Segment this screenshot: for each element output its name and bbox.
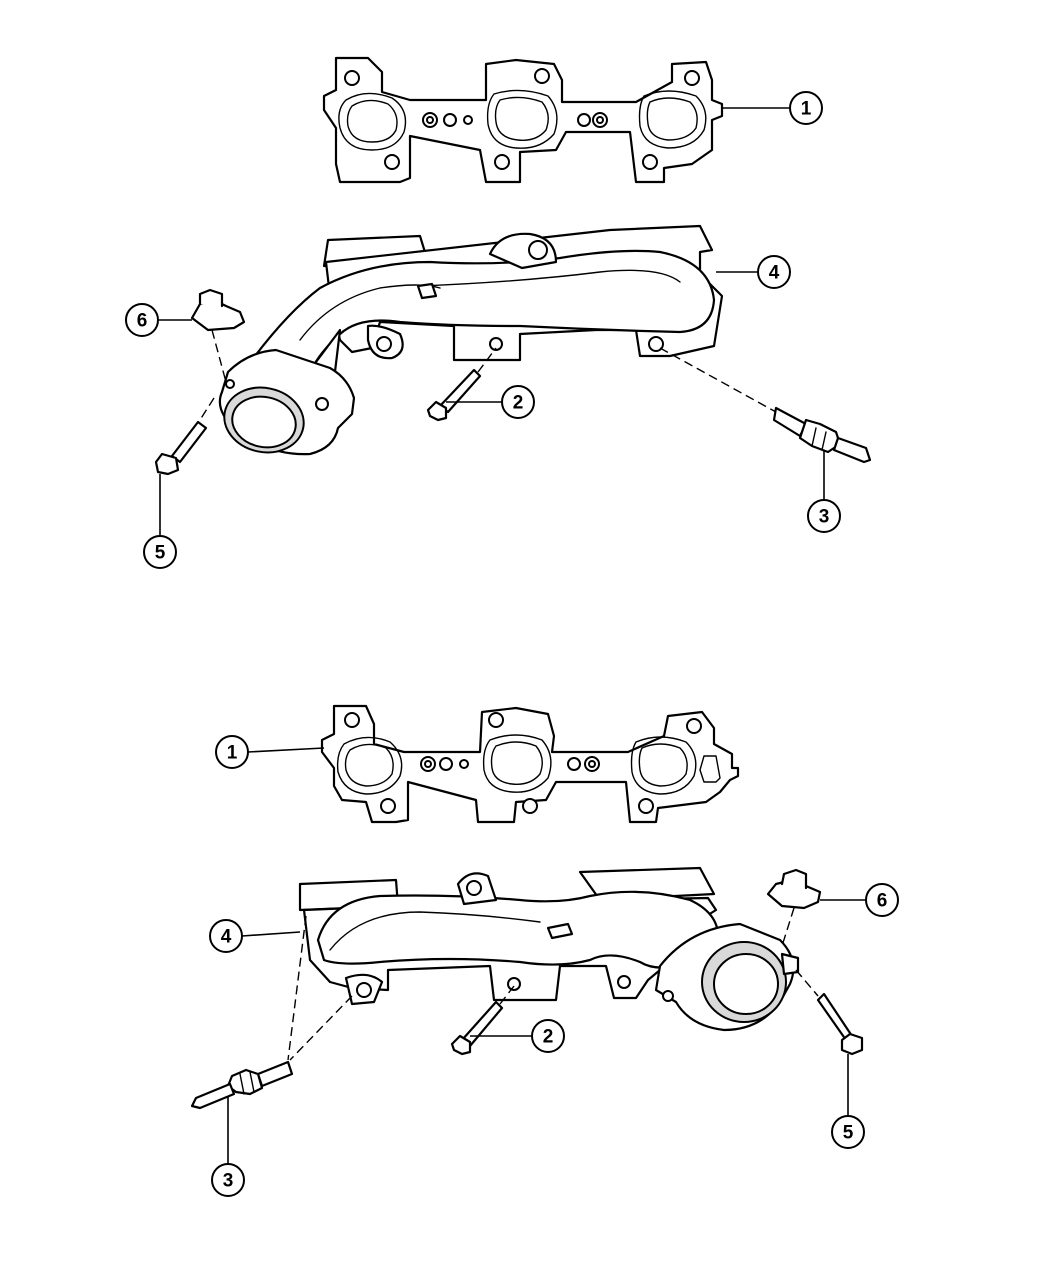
- top-callouts: 1 4 6 2 3 5: [125, 91, 841, 569]
- bottom-exhaust-manifold: [298, 866, 800, 1032]
- callout-bottom-5: 5: [843, 1123, 854, 1144]
- top-oxygen-sensor: [659, 347, 872, 464]
- bottom-center-bolt: [450, 985, 515, 1056]
- bottom-flange-nut: [766, 868, 822, 947]
- top-assembly: 1 4 6 2 3 5: [125, 56, 872, 569]
- callout-top-1: 1: [801, 99, 812, 120]
- callout-top-5: 5: [155, 543, 166, 564]
- top-flange-bolt: [154, 397, 215, 476]
- bottom-assembly: 1 4 6 2 3 5: [190, 704, 899, 1197]
- bottom-callouts: 1 4 6 2 3 5: [209, 735, 899, 1197]
- top-flange-nut: [190, 288, 246, 383]
- callout-top-4: 4: [769, 263, 780, 284]
- callout-top-6: 6: [137, 311, 148, 332]
- callout-bottom-1: 1: [227, 743, 238, 764]
- bottom-gasket: [320, 704, 740, 824]
- callout-bottom-6: 6: [877, 891, 888, 912]
- callout-top-3: 3: [819, 507, 830, 528]
- top-exhaust-manifold: [218, 224, 724, 456]
- bottom-oxygen-sensor: [190, 915, 353, 1110]
- top-gasket: [322, 56, 724, 184]
- callout-bottom-4: 4: [221, 927, 232, 948]
- callout-bottom-2: 2: [543, 1027, 554, 1048]
- bottom-flange-bolt: [795, 969, 864, 1056]
- callout-top-2: 2: [513, 393, 524, 414]
- callout-bottom-3: 3: [223, 1171, 234, 1192]
